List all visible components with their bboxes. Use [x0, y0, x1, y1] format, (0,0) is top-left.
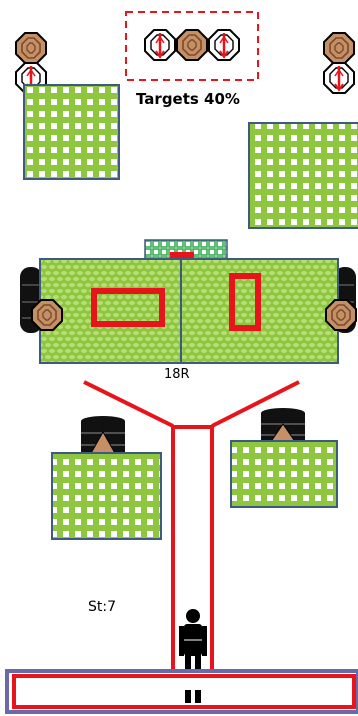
target-no-shoot-white-icon: [145, 30, 175, 60]
bay-label: 18R: [164, 367, 190, 382]
central-barricade: [40, 259, 338, 363]
target-tan-octagon-icon: [177, 30, 207, 60]
target-array-top-center: [145, 30, 239, 60]
shooter-foot-left: [185, 690, 191, 703]
target-tan-octagon-icon: [16, 33, 46, 63]
target-tan-octagon-icon: [32, 300, 62, 330]
mesh-barrier-top-right: [249, 123, 358, 228]
mesh-barrier-lower-right: [231, 441, 337, 507]
target-no-shoot-white-icon: [324, 63, 354, 93]
tire-stack-lower-right-icon: [261, 408, 305, 443]
mesh-barrier-lower-left: [52, 453, 161, 539]
target-group-top-right: [324, 33, 354, 93]
stage-number-label: St:7: [88, 599, 116, 615]
mesh-barrier-top-left: [24, 85, 119, 179]
target-no-shoot-white-icon: [209, 30, 239, 60]
tire-stack-lower-left-icon: [81, 416, 125, 455]
target-tan-octagon-icon: [324, 33, 354, 63]
targets-percentage-label: Targets 40%: [136, 90, 240, 108]
shooter-foot-right: [195, 690, 201, 703]
target-tan-octagon-icon: [326, 300, 356, 330]
